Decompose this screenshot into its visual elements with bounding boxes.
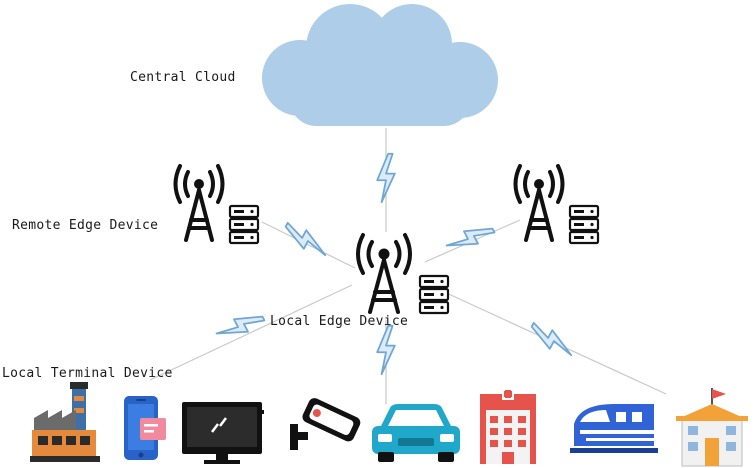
cloud-icon bbox=[262, 4, 498, 126]
factory-icon bbox=[30, 382, 100, 462]
server-rack-icon bbox=[568, 204, 600, 245]
bolt-remote-right-wireless-link-icon bbox=[445, 227, 496, 247]
link-local-remote-left bbox=[261, 221, 356, 269]
car-icon bbox=[372, 404, 460, 462]
bolt-cloud-local-wireless-link-icon bbox=[376, 152, 396, 204]
remote-edge-device-label: Remote Edge Device bbox=[12, 218, 159, 233]
security-camera-icon bbox=[290, 398, 361, 450]
central-cloud-label: Central Cloud bbox=[130, 70, 236, 85]
bolt-car-wireless-link-icon bbox=[376, 324, 396, 376]
school-icon bbox=[676, 388, 748, 467]
bolt-remote-left-wireless-link-icon bbox=[284, 221, 327, 257]
local-terminal-device-label: Local Terminal Device bbox=[2, 366, 173, 381]
antenna-tower-icon bbox=[513, 164, 565, 242]
bolt-school-wireless-link-icon bbox=[530, 321, 573, 357]
server-rack-icon bbox=[228, 204, 260, 245]
smartphone-icon bbox=[124, 396, 166, 460]
local-edge-device-label: Local Edge Device bbox=[270, 314, 409, 329]
monitor-icon bbox=[182, 402, 264, 464]
hospital-icon bbox=[480, 388, 536, 464]
link-local-terminal bbox=[149, 284, 353, 381]
bolt-terminal-left-wireless-link-icon bbox=[215, 315, 266, 335]
train-icon bbox=[570, 404, 658, 453]
antenna-tower-icon bbox=[173, 164, 225, 242]
local-edge-device bbox=[356, 233, 450, 315]
wireless-links bbox=[215, 152, 573, 376]
antenna-tower-icon bbox=[356, 233, 412, 314]
remote-edge-device-left bbox=[173, 164, 260, 245]
server-rack-icon bbox=[418, 274, 450, 315]
remote-edge-device-right bbox=[513, 164, 600, 245]
